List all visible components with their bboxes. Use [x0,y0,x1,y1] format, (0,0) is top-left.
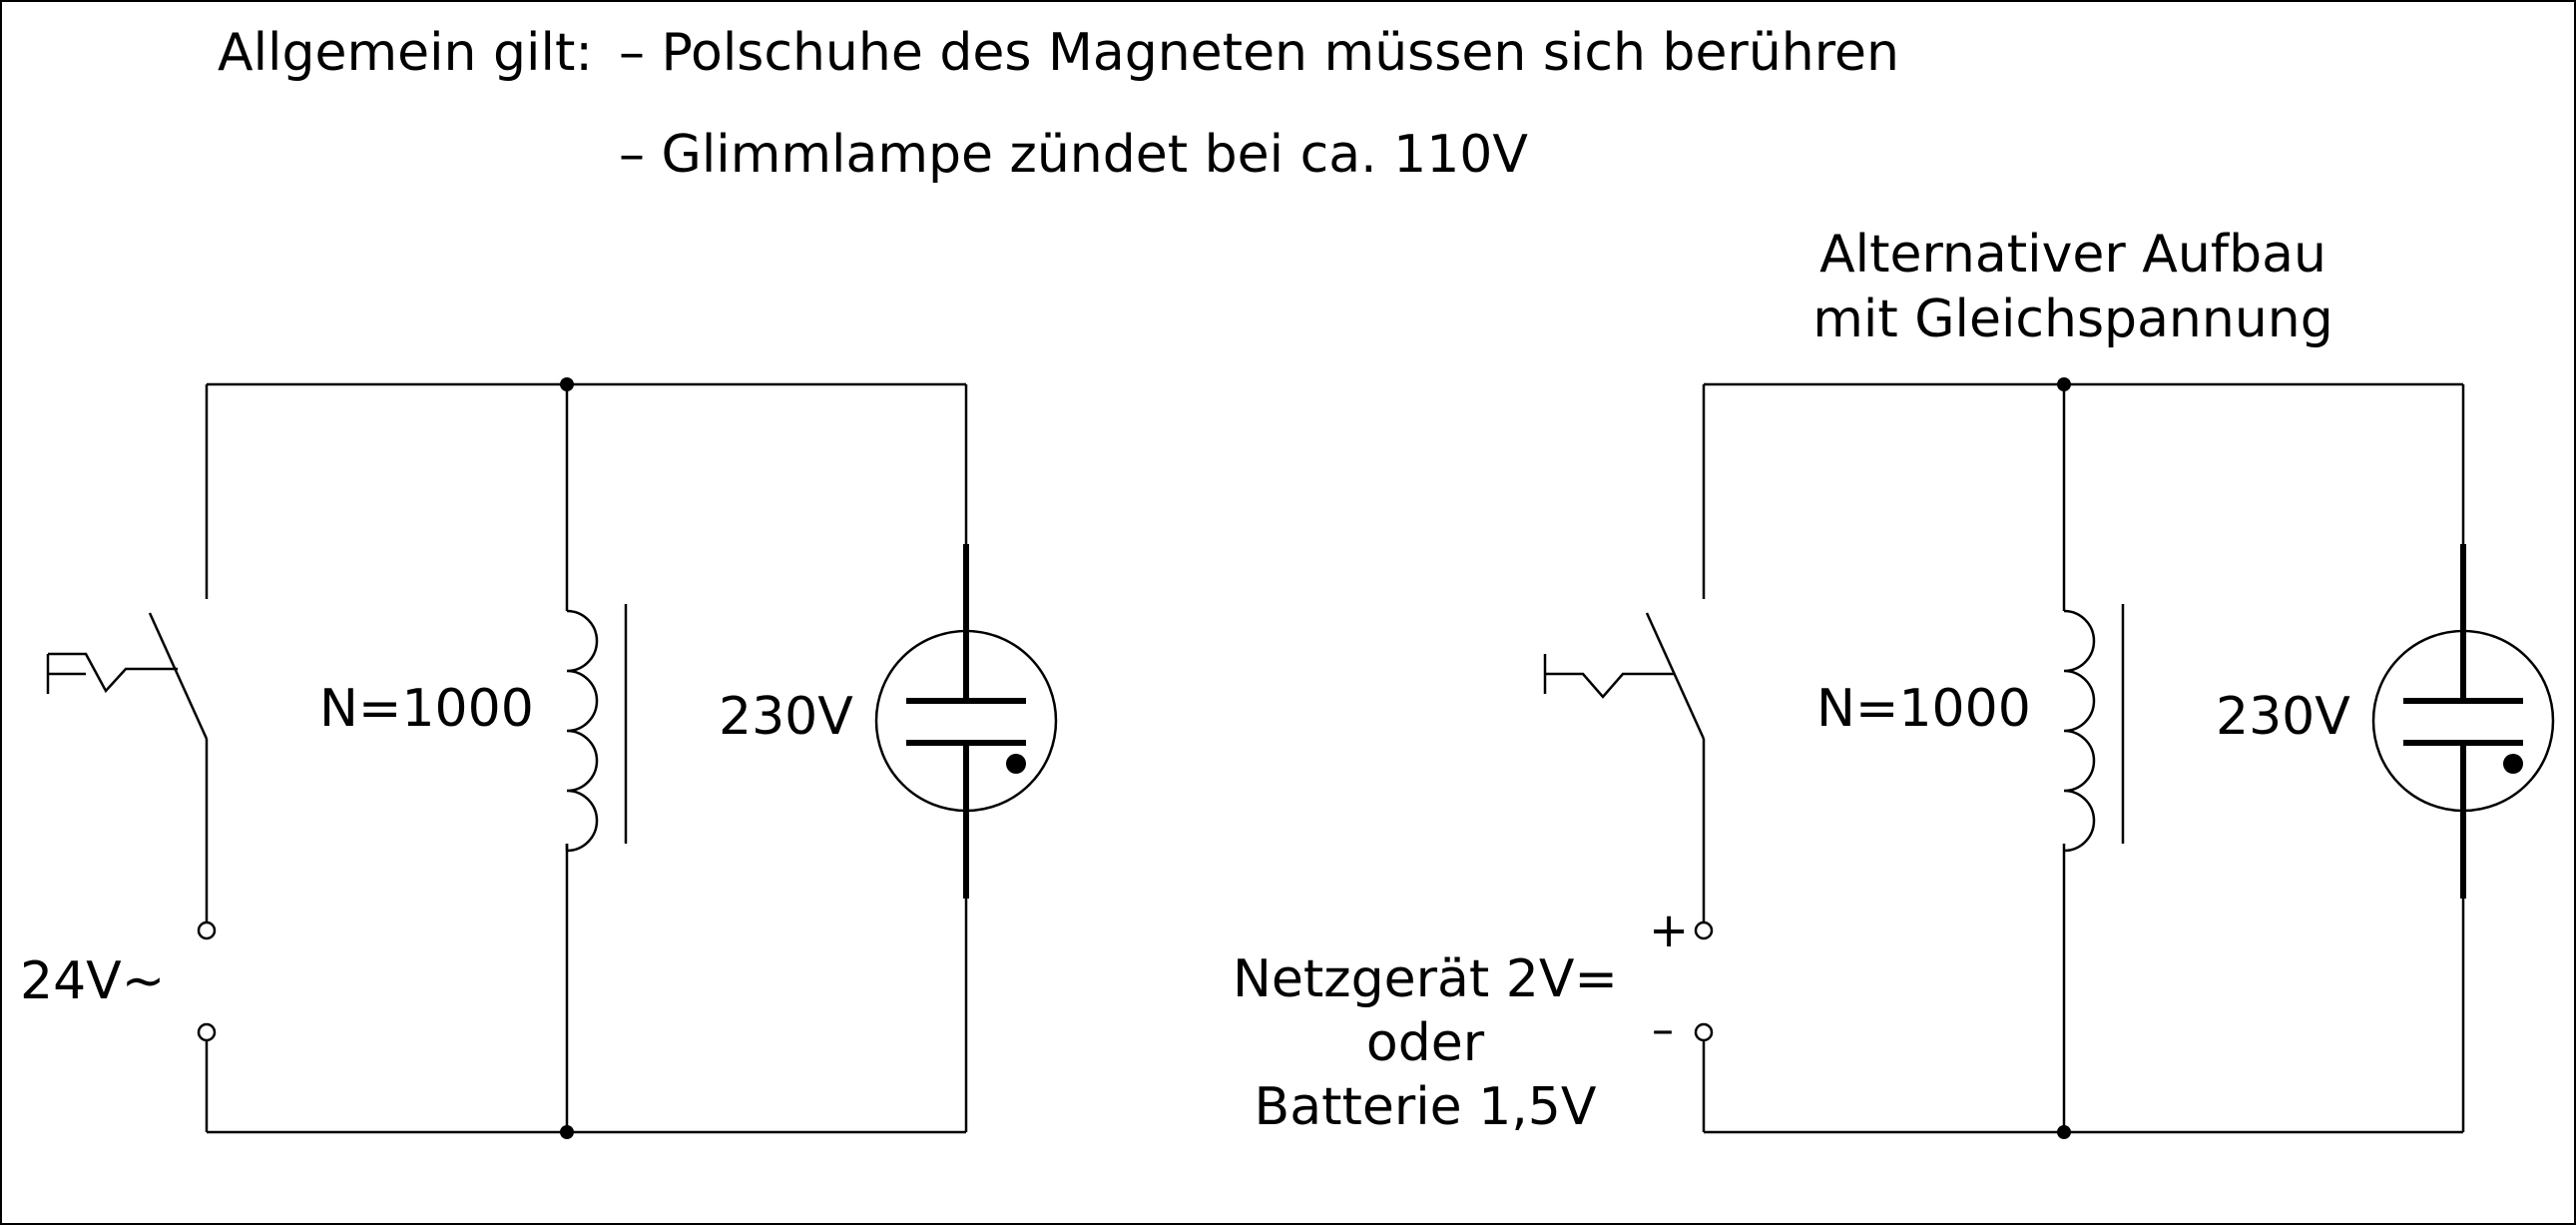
glow-lamp-symbol [874,544,1058,899]
source-terminal [197,1022,217,1042]
source-terminal-negative [1694,1022,1714,1042]
junction-dot [2057,1125,2071,1139]
minus-label: – [1652,1004,1674,1055]
note-line-2: – Glimmlampe zündet bei ca. 110V [619,125,1528,185]
coil-label: N=1000 [319,679,534,739]
source-terminal-positive [1694,920,1714,940]
left-circuit: 24V~ N=1000 230V [20,377,1058,1139]
source-label-line-3: Batterie 1,5V [1255,1077,1597,1137]
note-line-1: – Polschuhe des Magneten müssen sich ber… [619,23,1899,83]
junction-dot [560,1125,574,1139]
right-circuit: Alternativer Aufbau mit Gleichspannung +… [1233,225,2555,1139]
lamp-label: 230V [2216,687,2350,747]
plus-label: + [1649,903,1689,958]
right-title-line-2: mit Gleichspannung [1812,290,2333,349]
coil-symbol [2063,609,2096,853]
source-label: 24V~ [20,951,165,1011]
source-terminal [197,920,217,940]
lamp-label: 230V [719,687,853,747]
source-label-line-2: oder [1366,1013,1485,1073]
push-switch-symbol [1543,612,1706,740]
push-switch-symbol [46,612,209,740]
coil-label: N=1000 [1816,679,2031,739]
right-title-line-1: Alternativer Aufbau [1819,225,2326,285]
coil-symbol [566,609,599,853]
source-label-line-1: Netzgerät 2V= [1233,949,1618,1009]
junction-dot [2057,377,2071,391]
junction-dot [560,377,574,391]
notes-prefix: Allgemein gilt: [218,23,593,83]
glow-lamp-symbol [2371,544,2555,899]
